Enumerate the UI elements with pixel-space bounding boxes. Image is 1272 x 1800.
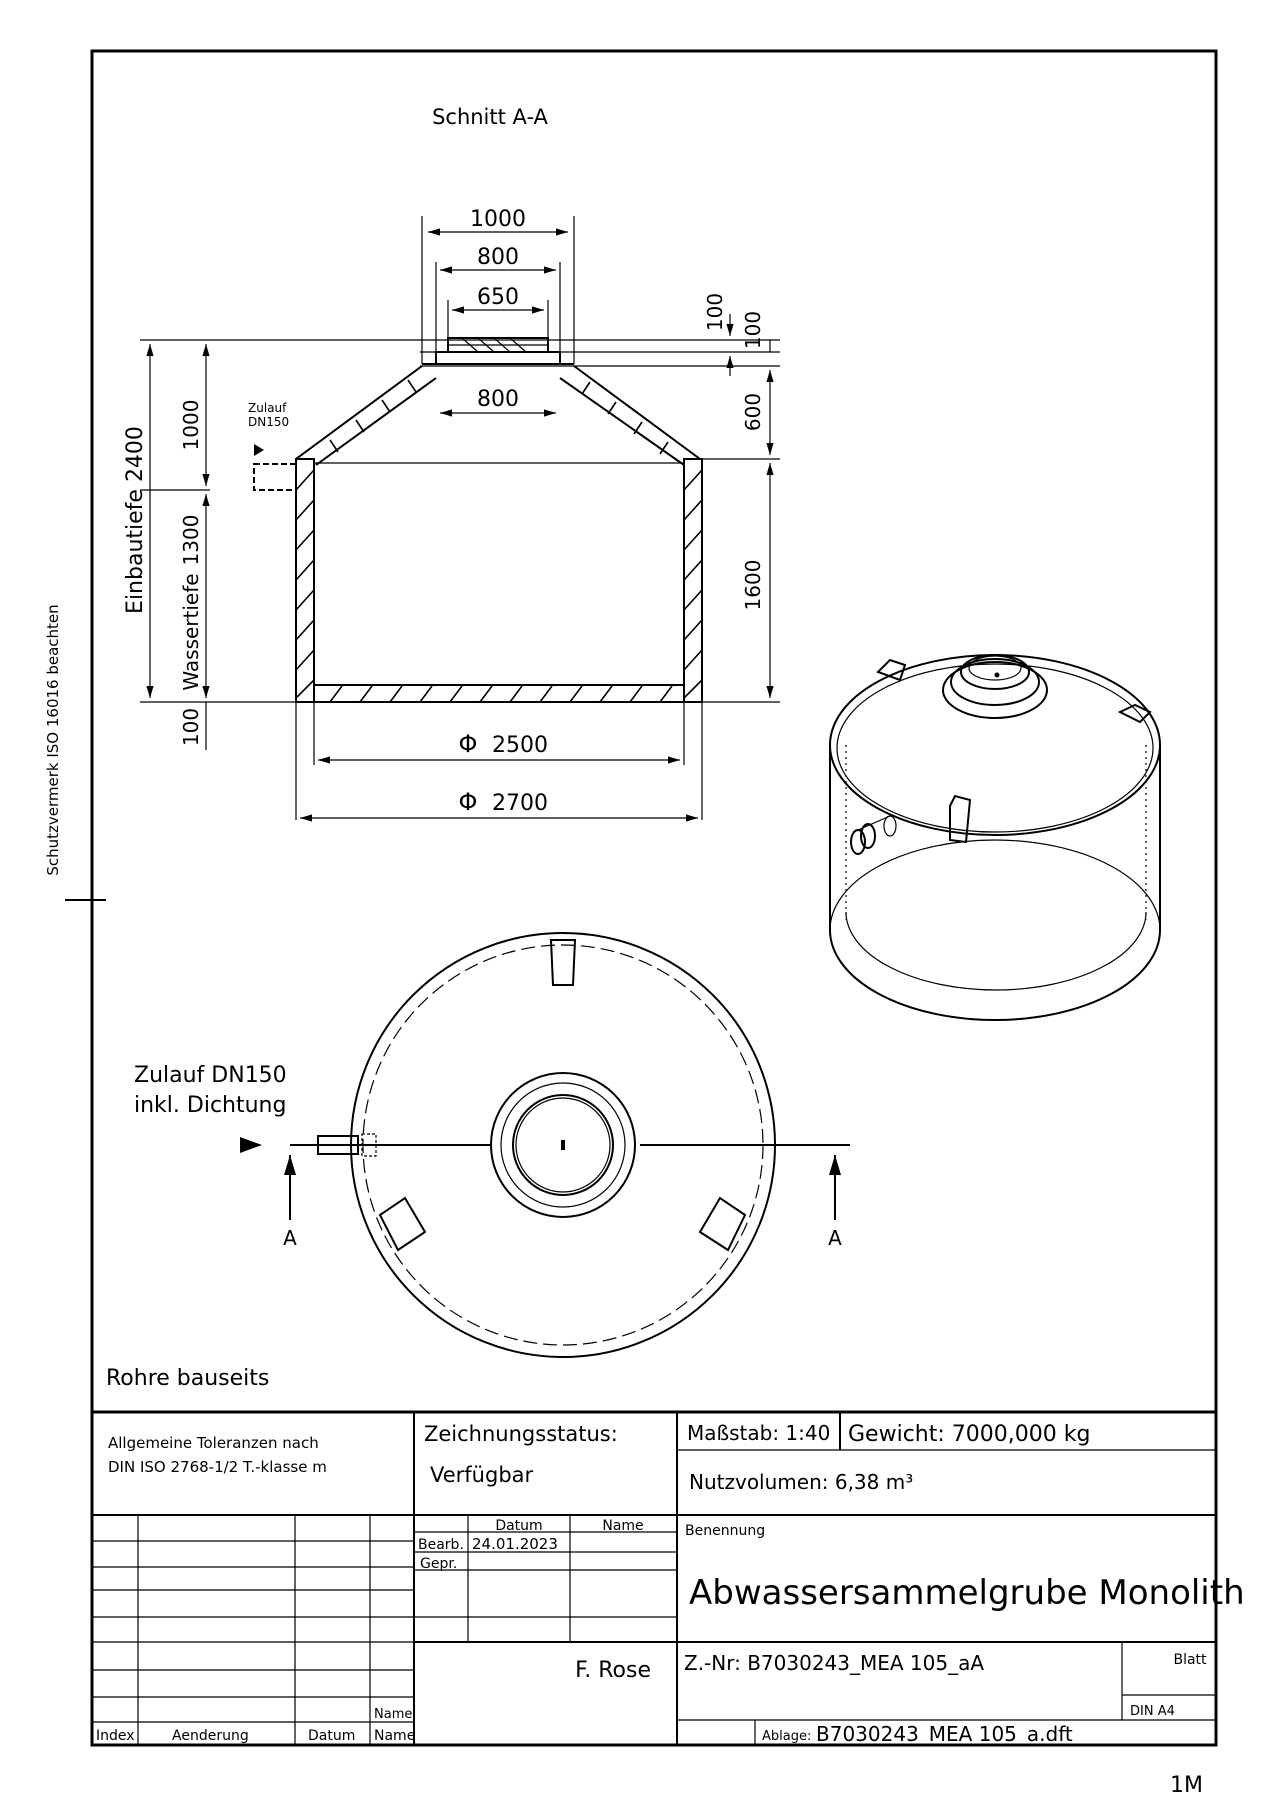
benennung-label: Benennung	[685, 1523, 765, 1539]
dim-1000: 1000	[470, 207, 526, 232]
col-datum: Datum	[495, 1518, 542, 1534]
right-wall	[683, 458, 703, 703]
footer-datum: Datum	[308, 1728, 355, 1744]
scale: Maßstab: 1:40	[687, 1421, 830, 1445]
inlet-flow-arrow	[254, 444, 264, 456]
dim-650: 650	[477, 285, 519, 310]
footer-index: Index	[96, 1728, 135, 1744]
protection-note: Schutzvermerk ISO 16016 beachten	[44, 604, 62, 875]
tolerance-line-1: Allgemeine Toleranzen nach	[108, 1434, 319, 1452]
pipes-note: Rohre bauseits	[106, 1366, 269, 1391]
corner-mark: 1M	[1170, 1773, 1203, 1798]
drawing-title: Abwassersammelgrube Monolith	[689, 1573, 1245, 1613]
dim-1000-left: 1000	[179, 400, 203, 451]
author: F. Rose	[575, 1658, 651, 1683]
section-title: Schnitt A-A	[432, 105, 548, 129]
left-wall	[295, 458, 315, 703]
isometric-view	[829, 654, 1161, 1021]
plan-inlet-line-1: Zulauf DN150	[134, 1063, 287, 1088]
cut-marker-left: A	[283, 1226, 297, 1250]
iso-top-rim	[829, 654, 1161, 836]
dim-2500: 2500	[492, 733, 548, 758]
inlet-label-1: Zulauf	[248, 401, 287, 415]
sheet-label: Blatt	[1173, 1652, 1207, 1668]
dim-1600: 1600	[741, 560, 765, 611]
col-name: Name	[602, 1518, 643, 1534]
weight: Gewicht: 7000,000 kg	[848, 1422, 1090, 1447]
dim-100-a: 100	[703, 293, 727, 331]
bearb-date: 24.01.2023	[472, 1535, 558, 1553]
dim-wassertiefe: Wassertiefe	[179, 573, 203, 690]
phi-symbol-1: Φ	[459, 730, 478, 758]
gepr-label: Gepr.	[420, 1556, 457, 1572]
bearb-label: Bearb.	[418, 1537, 464, 1553]
dim-600: 600	[741, 393, 765, 431]
dim-100-left: 100	[179, 708, 203, 746]
cut-marker-right: A	[828, 1226, 842, 1250]
drawing-number: Z.-Nr: B7030243_MEA 105_aA	[684, 1651, 984, 1675]
plan-view: Zulauf DN150 inkl. Dichtung A A Rohre ba…	[106, 932, 850, 1391]
ablage-label: Ablage:	[762, 1729, 811, 1744]
tolerance-line-2: DIN ISO 2768-1/2 T.-klasse m	[108, 1458, 327, 1476]
footer-aenderung: Aenderung	[172, 1728, 249, 1744]
name-small: Name	[374, 1707, 412, 1722]
dim-800-neck: 800	[477, 387, 519, 412]
dim-2700: 2700	[492, 791, 548, 816]
sheet-border	[90, 49, 1218, 1747]
footer-name: Name	[374, 1728, 415, 1744]
title-block: Allgemeine Toleranzen nach DIN ISO 2768-…	[92, 1410, 1245, 1746]
inlet-label-2: DN150	[248, 415, 289, 429]
plan-inlet-line-2: inkl. Dichtung	[134, 1093, 286, 1118]
ablage-file: B7030243_MEA 105_a.dft	[816, 1722, 1073, 1746]
section-view: Schnitt A-A	[123, 105, 780, 822]
dim-800-top: 800	[477, 245, 519, 270]
paper-format: DIN A4	[1130, 1704, 1175, 1719]
status-label: Zeichnungsstatus:	[424, 1422, 618, 1446]
dim-1300: 1300	[179, 515, 203, 566]
phi-symbol-2: Φ	[459, 788, 478, 816]
inlet-pipe-section	[253, 463, 297, 491]
status-value: Verfügbar	[430, 1463, 534, 1487]
plan-inlet-arrow	[240, 1137, 262, 1153]
dim-100-b: 100	[741, 311, 765, 349]
dim-einbautiefe: Einbautiefe 2400	[123, 426, 148, 614]
volume: Nutzvolumen: 6,38 m³	[689, 1470, 913, 1494]
floor-slab	[313, 684, 685, 703]
